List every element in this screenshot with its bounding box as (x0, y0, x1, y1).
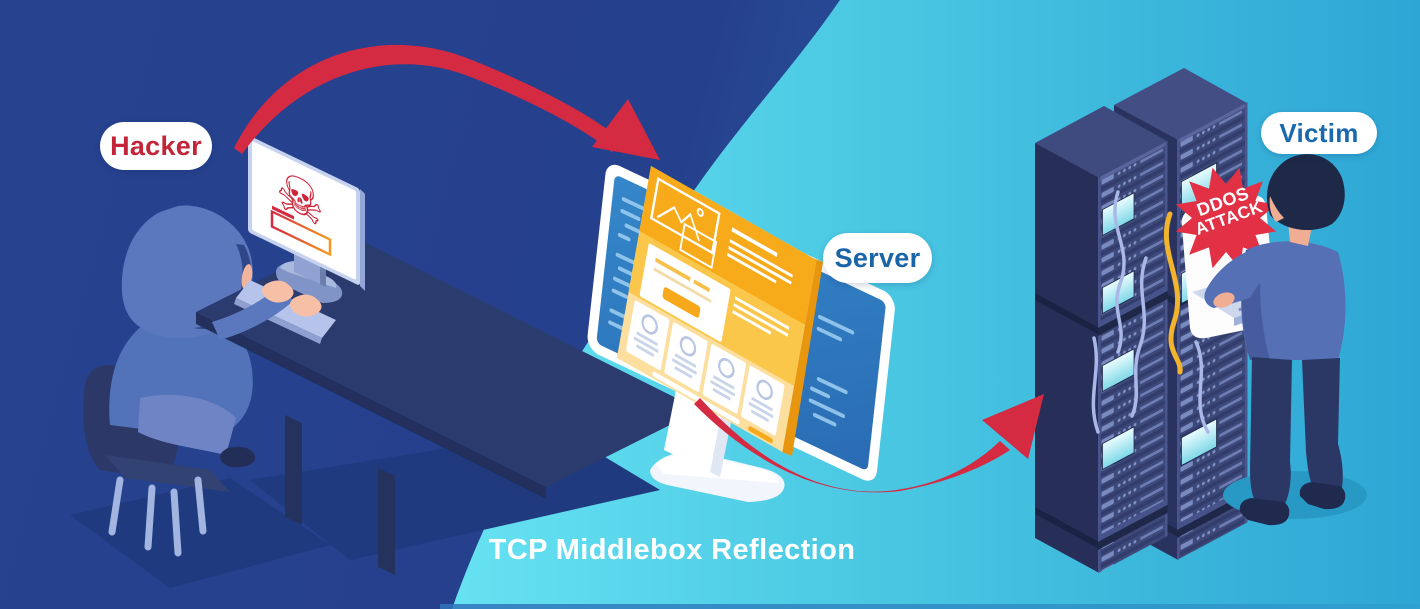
victim-label: Victim (1279, 117, 1359, 148)
rack-cables (1091, 190, 1210, 434)
chair-shadow (70, 478, 330, 588)
victim-leg-left (1250, 357, 1292, 506)
malware-progress-bar (270, 209, 332, 257)
victim-cheek (1269, 196, 1284, 222)
hacker-leg (138, 394, 236, 455)
hacker-scene: ☠ (70, 136, 700, 588)
victim-shoe-left (1239, 498, 1290, 526)
rack-top (1035, 106, 1167, 178)
rack-top (1114, 68, 1247, 140)
footer-bar (652, 371, 740, 425)
hacker-hand-left (262, 280, 294, 303)
hacker-shoe (220, 446, 255, 468)
victim-leg-right (1302, 358, 1343, 492)
server-label: Server (834, 242, 921, 273)
desk-leg-2 (378, 468, 395, 575)
server-label-pill: Server (823, 233, 932, 283)
victim-label-pill: Victim (1261, 112, 1377, 154)
hacker-label-pill: Hacker (100, 122, 212, 170)
keyboard (236, 280, 336, 338)
hacker-sleeve (212, 290, 294, 340)
victim-arm (1204, 244, 1290, 308)
background-bottom-strip (440, 604, 1420, 609)
keyboard-and-hands (212, 280, 336, 344)
header-text-lines (727, 227, 793, 337)
ddos-burst (1175, 167, 1277, 269)
server-rack-left (1035, 106, 1168, 573)
hacker-label: Hacker (110, 130, 202, 161)
hero-card (639, 243, 731, 342)
attack-arrow-hacker-to-server (234, 44, 660, 160)
feature-cards (626, 300, 785, 436)
diagram-title: TCP Middlebox Reflection (488, 534, 856, 566)
server-monitor-stand (650, 390, 785, 502)
victim-hand (1213, 292, 1235, 308)
rack-screen (1101, 347, 1135, 393)
malware-progress-dash (272, 205, 294, 220)
footer-accent (748, 426, 773, 444)
webpage-mockup (616, 166, 823, 456)
image-placeholder (650, 176, 721, 270)
desk-leg-1 (285, 415, 302, 525)
yellow-cable (1163, 211, 1183, 375)
victim-head (1266, 154, 1345, 231)
hacker-monitor: ☠ (248, 136, 365, 291)
victim-figure (1204, 154, 1346, 526)
victim-scene (1175, 154, 1367, 526)
rack-screen (1101, 425, 1135, 471)
victim-shoe-right (1299, 482, 1346, 510)
desk-edge (196, 312, 546, 499)
hacker-hand-right (290, 294, 322, 317)
attack-arrow-server-to-victim (694, 394, 1044, 493)
